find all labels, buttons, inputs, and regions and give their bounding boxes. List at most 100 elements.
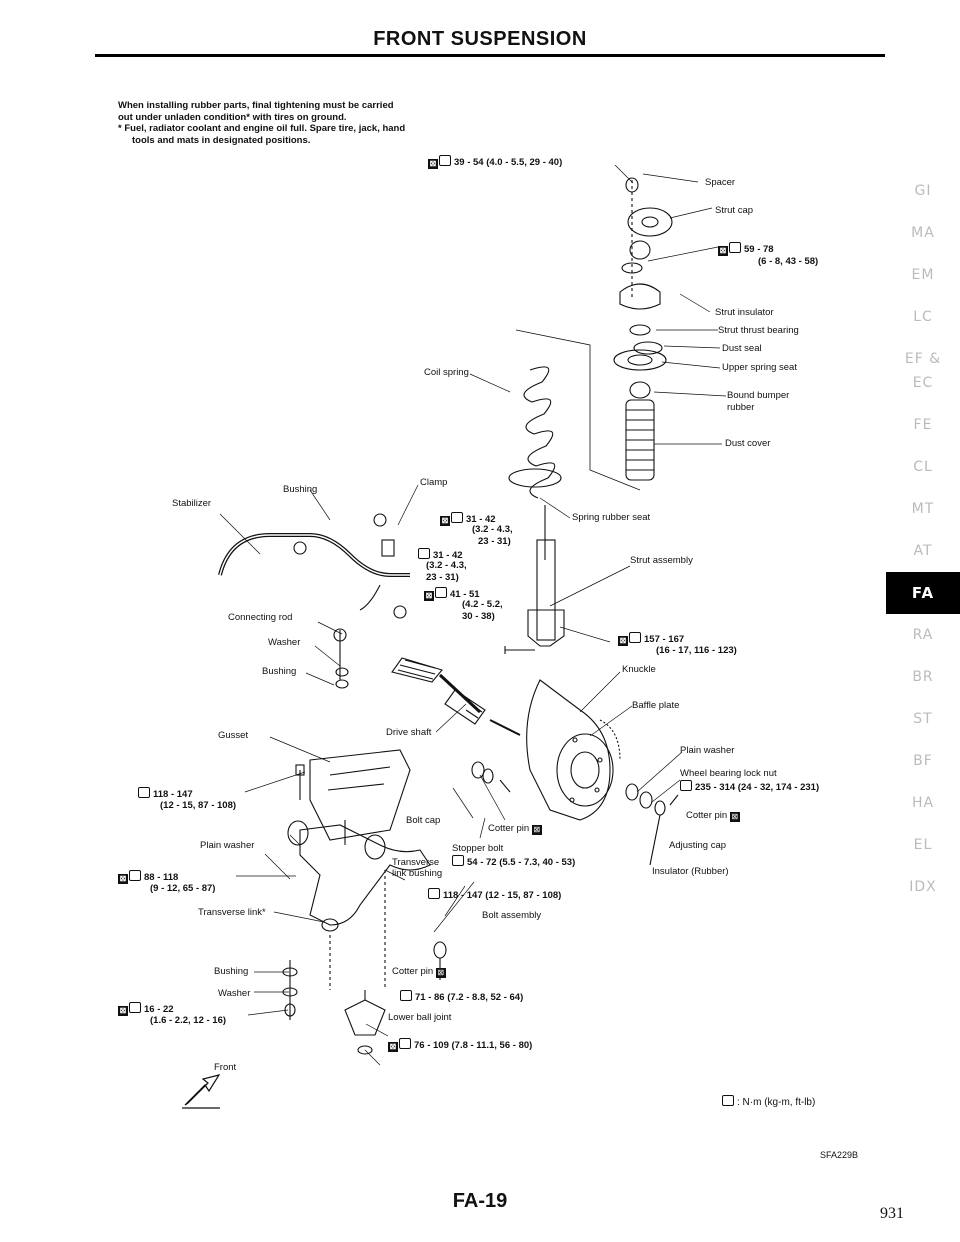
label-spring-rubber-seat: Spring rubber seat — [572, 512, 651, 523]
label-torque-88: ⊠88 - 118 — [118, 870, 179, 884]
label-torque-16b: (1.6 - 2.2, 12 - 16) — [150, 1015, 227, 1026]
label-spacer: Spacer — [705, 177, 736, 188]
strut-top-stack — [613, 177, 673, 481]
label-torque-235: 235 - 314 (24 - 32, 174 - 231) — [680, 780, 819, 793]
label-torque-118a2: (12 - 15, 87 - 108) — [160, 800, 237, 811]
label-cotter-pin-low: Cotter pin ⊠ — [392, 966, 446, 978]
section-tab-mt[interactable]: MT — [911, 501, 935, 517]
label-torque-16: ⊠16 - 22 — [118, 1002, 174, 1016]
section-tab-at[interactable]: AT — [913, 543, 933, 559]
label-torque-41: ⊠41 - 51 — [424, 587, 480, 601]
section-tab-ef[interactable]: EF & — [904, 351, 942, 367]
section-tab-fe[interactable]: FE — [913, 417, 933, 433]
label-drive-shaft: Drive shaft — [386, 727, 432, 738]
label-plain-washer-left: Plain washer — [200, 840, 255, 851]
label-washer-low: Washer — [218, 988, 251, 999]
section-tab-fa[interactable]: FA — [886, 572, 960, 614]
label-upper-spring-seat: Upper spring seat — [722, 362, 797, 373]
label-torque-59b: (6 - 8, 43 - 58) — [758, 256, 819, 267]
label-transverse-link-bushing-2: link bushing — [392, 868, 443, 879]
label-stabilizer: Stabilizer — [172, 498, 212, 509]
section-tab-idx[interactable]: IDX — [909, 879, 937, 895]
label-adjusting-cap: Adjusting cap — [669, 840, 727, 851]
section-tab-bf[interactable]: BF — [913, 753, 933, 769]
installation-notes: When installing rubber parts, final tigh… — [118, 100, 408, 146]
label-strut-cap: Strut cap — [715, 205, 754, 216]
label-torque-118b: 118 - 147 (12 - 15, 87 - 108) — [428, 888, 561, 901]
knuckle-hub — [526, 679, 621, 821]
section-tab-em[interactable]: EM — [911, 267, 935, 283]
label-clamp: Clamp — [420, 477, 448, 488]
label-transverse-link: Transverse link* — [198, 907, 266, 918]
label-plain-washer-right: Plain washer — [680, 745, 735, 756]
label-torque-top: ⊠39 - 54 (4.0 - 5.5, 29 - 40) — [428, 155, 563, 169]
section-tab-ha[interactable]: HA — [911, 795, 935, 811]
label-cotter-pin-right: Cotter pin ⊠ — [686, 810, 740, 822]
transverse-link — [287, 820, 431, 990]
page-title: FRONT SUSPENSION — [373, 28, 587, 50]
stabilizer-bar — [218, 513, 410, 619]
label-knuckle: Knuckle — [622, 664, 656, 675]
label-torque-31a2: (3.2 - 4.3, — [472, 524, 513, 535]
label-washer-mid: Washer — [268, 637, 301, 648]
coil-spring — [508, 329, 641, 499]
section-tab-el[interactable]: EL — [913, 837, 933, 853]
label-torque-54: 54 - 72 (5.5 - 7.3, 40 - 53) — [452, 855, 575, 868]
label-bushing-mid: Bushing — [262, 666, 297, 677]
label-gusset: Gusset — [218, 730, 249, 741]
section-tab-ec[interactable]: EC — [912, 375, 934, 391]
section-tab-cl[interactable]: CL — [913, 459, 933, 475]
label-dust-seal: Dust seal — [722, 343, 762, 354]
torque-legend: : N·m (kg-m, ft-lb) — [722, 1095, 815, 1108]
section-tab-ma[interactable]: MA — [911, 225, 935, 241]
label-torque-31a3: 23 - 31) — [478, 536, 511, 547]
label-torque-59: ⊠59 - 78 — [718, 242, 774, 256]
bolt-details — [471, 761, 511, 793]
label-stopper-bolt: Stopper bolt — [452, 843, 504, 854]
label-cotter-pin-mid: Cotter pin ⊠ — [488, 823, 542, 835]
label-front: Front — [214, 1062, 237, 1073]
label-torque-31b3: 23 - 31) — [426, 572, 459, 583]
label-connecting-rod: Connecting rod — [228, 612, 293, 623]
strut-assembly — [504, 505, 565, 654]
label-bound-bumper: Bound bumper — [727, 390, 790, 401]
label-torque-118a: 118 - 147 — [138, 787, 193, 800]
label-bound-bumper-rubber: rubber — [727, 402, 755, 413]
label-torque-157b: (16 - 17, 116 - 123) — [656, 645, 737, 656]
label-torque-71: 71 - 86 (7.2 - 8.8, 52 - 64) — [400, 990, 523, 1003]
label-torque-31b2: (3.2 - 4.3, — [426, 560, 467, 571]
connecting-rod — [333, 628, 349, 689]
label-coil-spring: Coil spring — [424, 367, 469, 378]
section-tab-st[interactable]: ST — [913, 711, 933, 727]
label-transverse-link-bushing: Transverse — [392, 857, 440, 868]
note-line-2: * Fuel, radiator coolant and engine oil … — [118, 123, 406, 146]
label-strut-assembly: Strut assembly — [630, 555, 693, 566]
section-index: GI MA EM LC EF & EC FE CL MT AT FA RA BR ST BF HA EL IDX — [886, 170, 960, 908]
label-baffle-plate: Baffle plate — [632, 700, 680, 711]
note-line-1: When installing rubber parts, final tigh… — [118, 100, 394, 123]
label-strut-insulator: Strut insulator — [715, 307, 774, 318]
section-tab-lc[interactable]: LC — [913, 309, 933, 325]
figure-code: SFA229B — [820, 1150, 859, 1160]
leader-lines — [219, 164, 727, 1066]
title-rule — [95, 54, 885, 57]
manual-page-number: 931 — [880, 1205, 904, 1222]
label-torque-88b: (9 - 12, 65 - 87) — [150, 883, 216, 894]
label-torque-157: ⊠157 - 167 — [618, 632, 685, 646]
lower-bushing-stack — [282, 960, 298, 1020]
section-tab-gi[interactable]: GI — [914, 183, 932, 199]
label-dust-cover: Dust cover — [725, 438, 771, 449]
label-bushing-low: Bushing — [214, 966, 249, 977]
gusset — [295, 749, 411, 845]
section-tab-br[interactable]: BR — [912, 669, 934, 685]
front-arrow — [182, 1074, 221, 1109]
hub-fasteners — [625, 783, 679, 866]
section-tab-ra[interactable]: RA — [912, 627, 934, 643]
label-bolt-cap: Bolt cap — [406, 815, 441, 826]
label-torque-31b: 31 - 42 — [418, 548, 463, 561]
page-number: FA-19 — [452, 1190, 508, 1212]
label-wheel-bearing-lock-nut: Wheel bearing lock nut — [680, 768, 777, 779]
label-insulator: Insulator (Rubber) — [652, 866, 729, 877]
drive-shaft — [391, 657, 521, 736]
